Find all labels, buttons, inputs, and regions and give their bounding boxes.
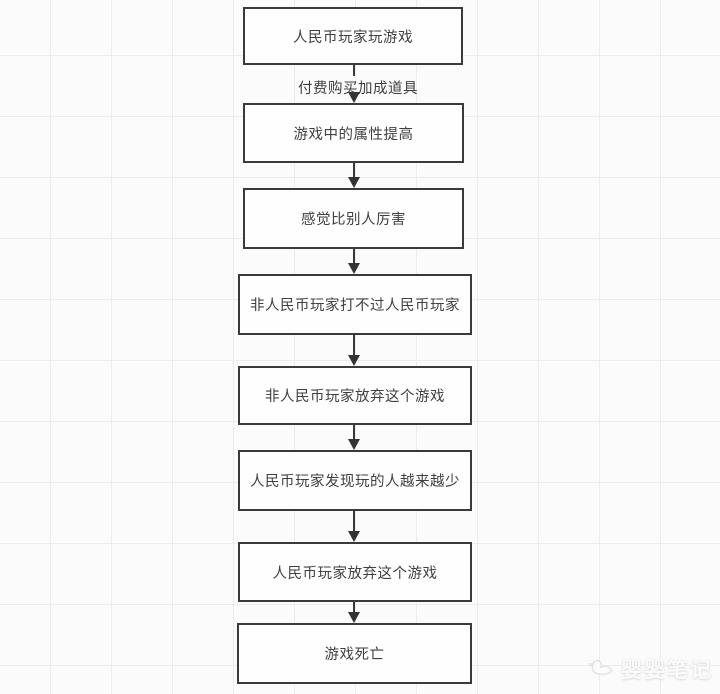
watermark: 婴婴笔记 — [588, 654, 713, 684]
edge-label: 付费购买加成道具 — [298, 81, 418, 97]
arrow-line-7 — [353, 602, 355, 613]
arrow-head-icon-2 — [348, 177, 360, 188]
flow-step-feel-stronger-than-others: 感觉比别人厉害 — [243, 188, 464, 249]
arrow-head-icon-3 — [348, 263, 360, 274]
flow-step-non-rmb-players-quit: 非人民币玩家放弃这个游戏 — [238, 366, 472, 425]
flow-step-rmb-players-find-fewer-players: 人民币玩家发现玩的人越来越少 — [238, 450, 472, 511]
arrow-line-2 — [353, 163, 355, 178]
watermark-text: 婴婴笔记 — [621, 659, 713, 682]
flow-step-rmb-players-quit: 人民币玩家放弃这个游戏 — [238, 542, 472, 602]
arrow-head-icon-4 — [348, 355, 360, 366]
arrow-line-6 — [353, 511, 355, 532]
arrow-head-icon-5 — [348, 439, 360, 450]
arrow-head-icon-7 — [348, 612, 360, 623]
arrow-head-icon-6 — [348, 531, 360, 542]
flow-step-rmb-player-plays-game: 人民币玩家玩游戏 — [243, 7, 463, 65]
arrow-head-icon-1 — [348, 92, 360, 103]
arrow-line-5 — [353, 425, 355, 440]
arrow-line-4 — [353, 335, 355, 356]
arrow-line-3 — [353, 249, 355, 264]
flow-step-game-dies: 游戏死亡 — [237, 623, 472, 684]
duck-icon — [588, 656, 616, 683]
flow-step-non-rmb-players-cant-beat: 非人民币玩家打不过人民币玩家 — [238, 274, 472, 335]
flow-step-game-attributes-increase: 游戏中的属性提高 — [243, 103, 464, 163]
arrow-line-1 — [353, 65, 355, 76]
